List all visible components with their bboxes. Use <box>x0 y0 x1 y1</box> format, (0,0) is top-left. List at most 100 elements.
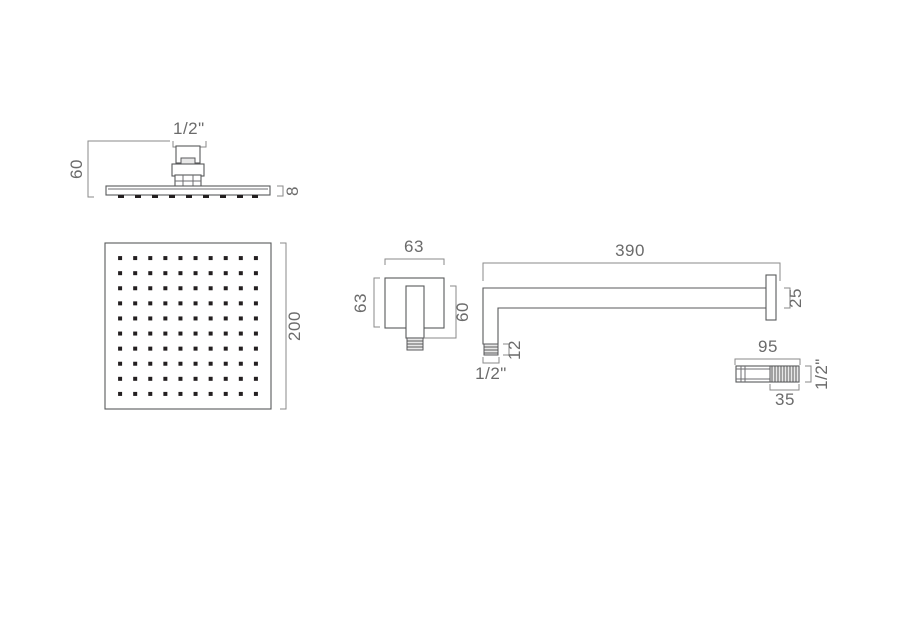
nozzle-dot <box>163 271 168 276</box>
label-outlet-depth: 60 <box>453 302 472 322</box>
nozzle-dot <box>133 391 138 396</box>
label-connector-length: 95 <box>758 337 778 356</box>
nozzle-dot <box>148 286 153 291</box>
nozzle-dot <box>193 256 198 261</box>
label-arm-length: 390 <box>615 241 645 260</box>
nozzle-dot <box>178 331 183 336</box>
dim-arm-flange <box>784 287 791 309</box>
nozzle-dot <box>163 316 168 321</box>
label-arm-flange-width: 25 <box>786 288 805 308</box>
nozzle-dot <box>163 361 168 366</box>
label-outlet-width: 63 <box>404 237 424 256</box>
nozzle-dot <box>133 346 138 351</box>
outlet-body <box>405 285 425 339</box>
nozzle-dot <box>148 271 153 276</box>
nozzle-dot <box>253 301 258 306</box>
nozzle-dot <box>223 346 228 351</box>
label-head-plate-thickness: 8 <box>283 186 302 196</box>
nozzle-dot <box>238 346 243 351</box>
nozzle-dot-grid <box>118 256 258 396</box>
nozzle-dot <box>193 301 198 306</box>
nozzle-dot <box>238 271 243 276</box>
nozzle-dot <box>178 361 183 366</box>
nozzle-dot <box>178 376 183 381</box>
nozzle-dot <box>253 271 258 276</box>
nozzle-dot <box>178 391 183 396</box>
nozzle-dot <box>193 376 198 381</box>
nozzle-dot <box>253 376 258 381</box>
nozzle-dot <box>238 316 243 321</box>
label-connector-thread-size: 1/2" <box>812 358 831 390</box>
nozzle-dot <box>118 361 123 366</box>
nozzle-dot <box>253 331 258 336</box>
nozzle-dot <box>208 391 213 396</box>
nozzle-dot <box>133 331 138 336</box>
nozzle-dot <box>208 376 213 381</box>
nozzle-dot <box>193 271 198 276</box>
dim-outlet-depth <box>424 285 457 339</box>
dim-arm-drop <box>503 343 510 356</box>
nozzle-dot <box>193 346 198 351</box>
arm-wall-flange <box>765 274 777 321</box>
label-head-plate-width: 200 <box>285 311 304 341</box>
nozzle-dot <box>253 346 258 351</box>
nozzle-dot <box>148 331 153 336</box>
nozzle-dot <box>178 316 183 321</box>
nozzle-dot <box>148 361 153 366</box>
nozzle-dot <box>208 316 213 321</box>
nozzle-dot <box>118 316 123 321</box>
nozzle-dot <box>223 391 228 396</box>
nozzle-dot <box>223 271 228 276</box>
nozzle-dot <box>208 361 213 366</box>
nozzle-dot <box>238 301 243 306</box>
nozzle-dot <box>133 361 138 366</box>
nozzle-dot <box>148 256 153 261</box>
dim-head-height <box>87 140 170 198</box>
nozzle-dot <box>163 286 168 291</box>
dim-outlet-height <box>373 277 380 328</box>
view-head-side <box>87 140 284 198</box>
nozzle-dot <box>118 301 123 306</box>
nozzle-dot <box>253 256 258 261</box>
nozzle-dot <box>223 361 228 366</box>
label-head-inlet-thread: 1/2" <box>173 119 205 138</box>
nozzle-dot <box>238 391 243 396</box>
nozzle-dot <box>253 361 258 366</box>
nozzle-dot <box>178 286 183 291</box>
nozzle-dot <box>163 346 168 351</box>
nozzle-dot <box>163 256 168 261</box>
nozzle-dot <box>193 391 198 396</box>
arm-outline <box>482 287 768 345</box>
dim-connector-length <box>734 358 801 365</box>
nozzle-dot <box>163 331 168 336</box>
dim-connector-thread-size <box>805 365 812 383</box>
dim-arm-length <box>482 262 781 281</box>
nozzle-dot <box>148 301 153 306</box>
nozzle-dot <box>178 301 183 306</box>
view-head-plan <box>104 242 287 410</box>
nozzle-dot <box>223 256 228 261</box>
dim-connector-thread-length <box>769 384 800 391</box>
nozzle-dot <box>253 286 258 291</box>
nozzle-dot <box>118 376 123 381</box>
label-arm-inlet-thread: 1/2" <box>475 364 507 383</box>
nozzle-dot <box>163 301 168 306</box>
nozzle-dot <box>118 346 123 351</box>
nozzle-dot <box>238 256 243 261</box>
nozzle-dot <box>208 286 213 291</box>
nozzle-dot <box>223 316 228 321</box>
arm-inlet-thread <box>483 343 499 356</box>
view-connector <box>734 358 812 391</box>
nozzle-dot <box>118 391 123 396</box>
view-wall-outlet <box>373 258 457 351</box>
head-inlet-connector <box>171 145 205 188</box>
outlet-thread <box>406 337 424 351</box>
nozzle-dot <box>118 271 123 276</box>
dim-head-width <box>280 242 287 410</box>
nozzle-dot <box>253 316 258 321</box>
nozzle-dot <box>193 286 198 291</box>
nozzle-dot <box>208 271 213 276</box>
nozzle-dot <box>238 361 243 366</box>
